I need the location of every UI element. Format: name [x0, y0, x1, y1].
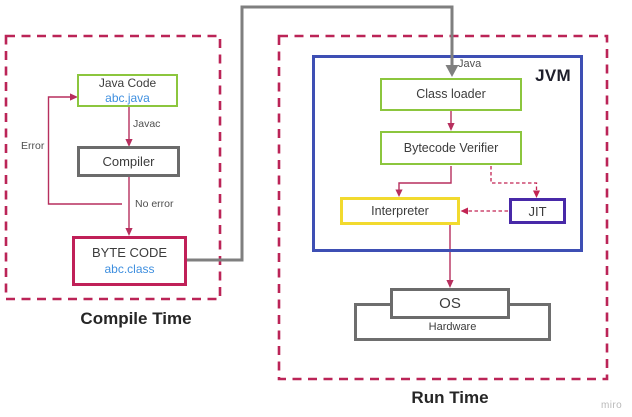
- os-arrowhead: [446, 280, 454, 288]
- interpreter-node[interactable]: Interpreter: [340, 197, 460, 225]
- no-error-arrowhead: [125, 228, 133, 236]
- jit-node[interactable]: JIT: [509, 198, 566, 224]
- java-label: Java: [458, 58, 482, 70]
- run-time-title: Run Time: [411, 388, 489, 407]
- hardware-title: Hardware: [428, 321, 477, 333]
- java-code-filename: abc.java: [105, 90, 150, 105]
- byte-code-title: BYTE CODE: [91, 245, 168, 260]
- miro-watermark[interactable]: miro: [601, 400, 623, 411]
- bytecode-verifier-node[interactable]: Bytecode Verifier: [380, 131, 522, 165]
- jvm-label: JVM: [535, 66, 571, 85]
- byte-code-filename: abc.class: [104, 262, 155, 276]
- javac-label: Javac: [133, 118, 161, 130]
- compiler-node[interactable]: Compiler: [77, 146, 180, 177]
- os-title: OS: [439, 295, 461, 312]
- bytecode-verifier-title: Bytecode Verifier: [403, 140, 499, 155]
- os-node[interactable]: OS: [390, 288, 510, 319]
- java-code-title: Java Code: [98, 75, 157, 90]
- no-error-label: No error: [135, 198, 174, 210]
- jit-title: JIT: [528, 203, 547, 219]
- compile-time-title: Compile Time: [80, 309, 192, 328]
- byte-code-node[interactable]: BYTE CODE abc.class: [72, 236, 187, 286]
- compiler-title: Compiler: [102, 154, 155, 169]
- java-code-node[interactable]: Java Code abc.java: [77, 74, 178, 107]
- error-label: Error: [21, 140, 45, 152]
- interpreter-title: Interpreter: [371, 203, 429, 218]
- class-loader-title: Class loader: [416, 87, 486, 101]
- class-loader-node[interactable]: Class loader: [380, 78, 522, 111]
